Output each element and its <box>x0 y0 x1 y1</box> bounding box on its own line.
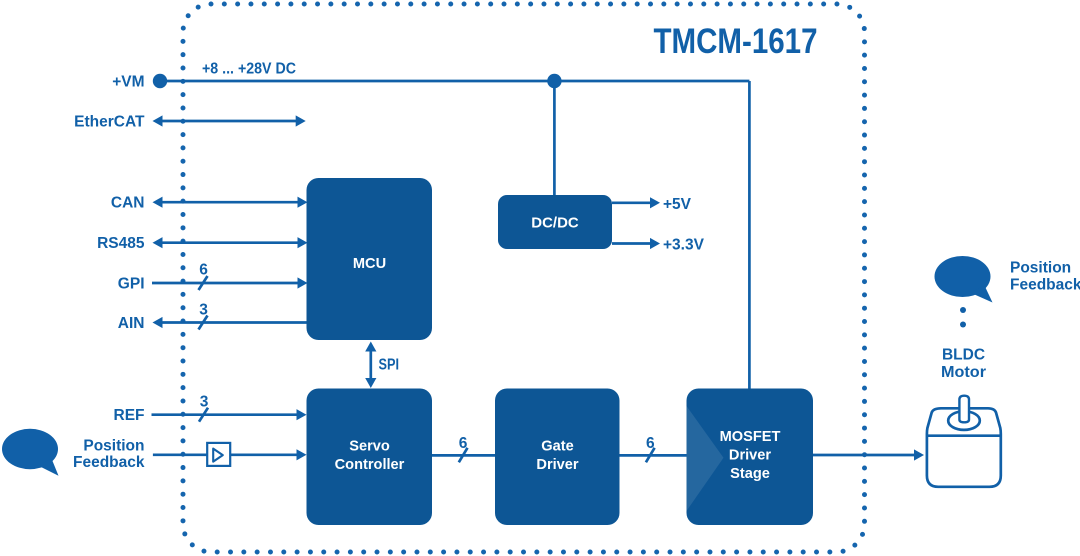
svg-text:Feedback: Feedback <box>73 454 145 471</box>
svg-text:MOSFET: MOSFET <box>720 429 781 445</box>
svg-text:+3.3V: +3.3V <box>663 237 705 254</box>
svg-text:3: 3 <box>199 302 208 319</box>
svg-text:GPI: GPI <box>118 276 145 293</box>
svg-text:Driver: Driver <box>729 448 772 464</box>
svg-text:Driver: Driver <box>536 457 579 473</box>
svg-text:BLDC: BLDC <box>942 347 985 364</box>
svg-text:AIN: AIN <box>118 315 145 332</box>
svg-text:6: 6 <box>199 262 208 279</box>
svg-text:+VM: +VM <box>112 74 144 91</box>
svg-text:RS485: RS485 <box>97 235 145 252</box>
svg-text:Motor: Motor <box>941 364 986 381</box>
svg-text:TMCM-1617: TMCM-1617 <box>654 22 818 61</box>
svg-text:6: 6 <box>646 435 655 452</box>
svg-text:+8 ... +28V DC: +8 ... +28V DC <box>202 61 296 78</box>
svg-text:MCU: MCU <box>353 256 386 272</box>
svg-text:Feedback: Feedback <box>1010 277 1080 294</box>
svg-text:REF: REF <box>114 407 145 424</box>
svg-text:EtherCAT: EtherCAT <box>74 114 145 131</box>
svg-text:Controller: Controller <box>335 457 405 473</box>
svg-text:SPI: SPI <box>379 357 400 374</box>
svg-text:Position: Position <box>83 438 144 455</box>
svg-text:CAN: CAN <box>111 195 145 212</box>
svg-text:Servo: Servo <box>349 439 390 455</box>
svg-text:3: 3 <box>200 394 209 411</box>
svg-text:+5V: +5V <box>663 196 692 213</box>
svg-text:Gate: Gate <box>541 439 573 455</box>
svg-text:Position: Position <box>1010 260 1071 277</box>
svg-text:Stage: Stage <box>730 466 770 482</box>
svg-text:DC/DC: DC/DC <box>531 215 579 232</box>
svg-text:6: 6 <box>459 435 468 452</box>
